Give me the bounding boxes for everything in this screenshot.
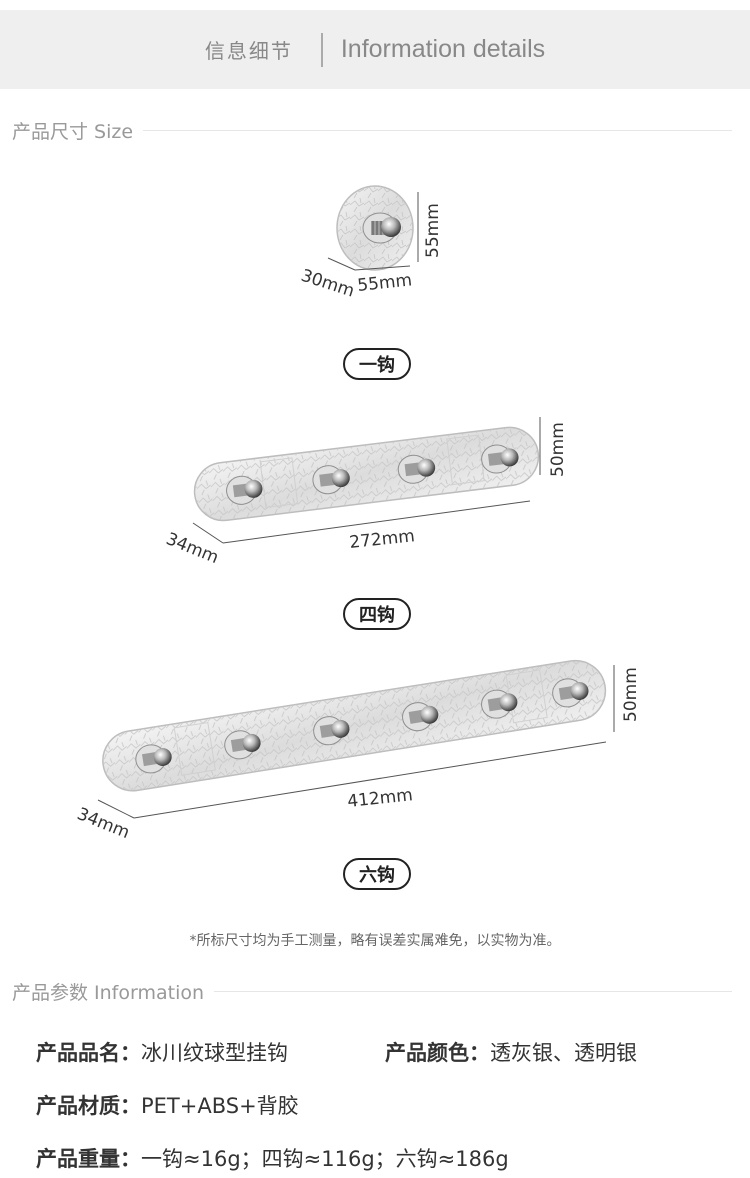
six-hook-image: 34mm 412mm 50mm (74, 659, 641, 843)
section-divider-line (143, 130, 732, 131)
size-section-title: 产品尺寸 Size (12, 117, 732, 144)
measurement-note: *所标尺寸均为手工测量，略有误差实属难免，以实物为准。 (189, 933, 561, 949)
info-product-weight: 产品重量：一钩≈16g；四钩≈116g；六钩≈186g (36, 1143, 509, 1173)
six-hook-height: 50mm (621, 667, 641, 722)
label-six-hook: 六钩 (343, 858, 411, 890)
label-one-hook: 一钩 (343, 348, 411, 380)
info-label: 产品材质： (36, 1094, 141, 1118)
info-product-color: 产品颜色：透灰银、透明银 (385, 1037, 637, 1067)
info-product-material: 产品材质：PET+ABS+背胶 (36, 1090, 299, 1120)
one-hook-height: 55mm (423, 203, 443, 258)
four-hook-height: 50mm (548, 422, 568, 477)
info-section-title: 产品参数 Information (12, 978, 732, 1005)
one-hook-image: 30mm 55mm 55mm (298, 185, 443, 302)
hook-knob (481, 444, 519, 474)
one-hook-width: 55mm (356, 270, 413, 296)
hook-knob (224, 730, 261, 760)
width-dim-line (133, 741, 607, 819)
info-label: 产品品名： (36, 1041, 141, 1065)
product-six-hook: 34mm 412mm 50mm (0, 650, 750, 850)
hook-knob (362, 212, 401, 244)
info-value: 一钩≈16g；四钩≈116g；六钩≈186g (141, 1147, 509, 1171)
depth-dim-line (97, 799, 135, 819)
section-divider-line (214, 991, 732, 992)
six-hook-depth: 34mm (74, 804, 132, 843)
six-hook-width: 412mm (346, 785, 413, 812)
info-value: 透灰银、透明银 (490, 1041, 637, 1065)
depth-dim-line (327, 257, 356, 271)
width-dim-line (354, 265, 411, 271)
header-title-cn: 信息细节 (204, 39, 293, 63)
hook-knob (402, 702, 439, 732)
info-value: 冰川纹球型挂钩 (141, 1041, 288, 1065)
label-four-hook: 四钩 (343, 598, 411, 630)
four-hook-image: 34mm 272mm 50mm (163, 417, 568, 568)
four-hook-depth: 34mm (163, 529, 221, 568)
product-four-hook: 34mm 272mm 50mm (0, 405, 750, 585)
one-hook-depth: 30mm (298, 266, 356, 302)
depth-dim-line (192, 522, 224, 544)
hook-knob (313, 716, 350, 746)
hook-knob (481, 689, 518, 719)
header-divider (320, 32, 323, 67)
info-label: 产品颜色： (385, 1041, 490, 1065)
info-label: 产品重量： (36, 1147, 141, 1171)
info-value: PET+ABS+背胶 (141, 1094, 299, 1118)
info-product-name: 产品品名：冰川纹球型挂钩 (36, 1037, 288, 1067)
hook-knob (397, 454, 436, 484)
size-section-label: 产品尺寸 Size (12, 121, 134, 143)
product-one-hook: 30mm 55mm 55mm (0, 170, 750, 370)
header-title-en: Information details (340, 35, 546, 63)
hook-knob (552, 678, 589, 708)
six-hook-plate (102, 659, 607, 792)
header-banner: 信息细节 Information details (0, 10, 750, 89)
hook-knob (312, 465, 350, 495)
width-dim-line (222, 500, 531, 544)
four-hook-width: 272mm (348, 526, 415, 553)
hook-knob (135, 744, 172, 774)
info-section-label: 产品参数 Information (12, 982, 205, 1004)
hook-knob (226, 475, 263, 505)
four-hook-plate (193, 426, 540, 522)
